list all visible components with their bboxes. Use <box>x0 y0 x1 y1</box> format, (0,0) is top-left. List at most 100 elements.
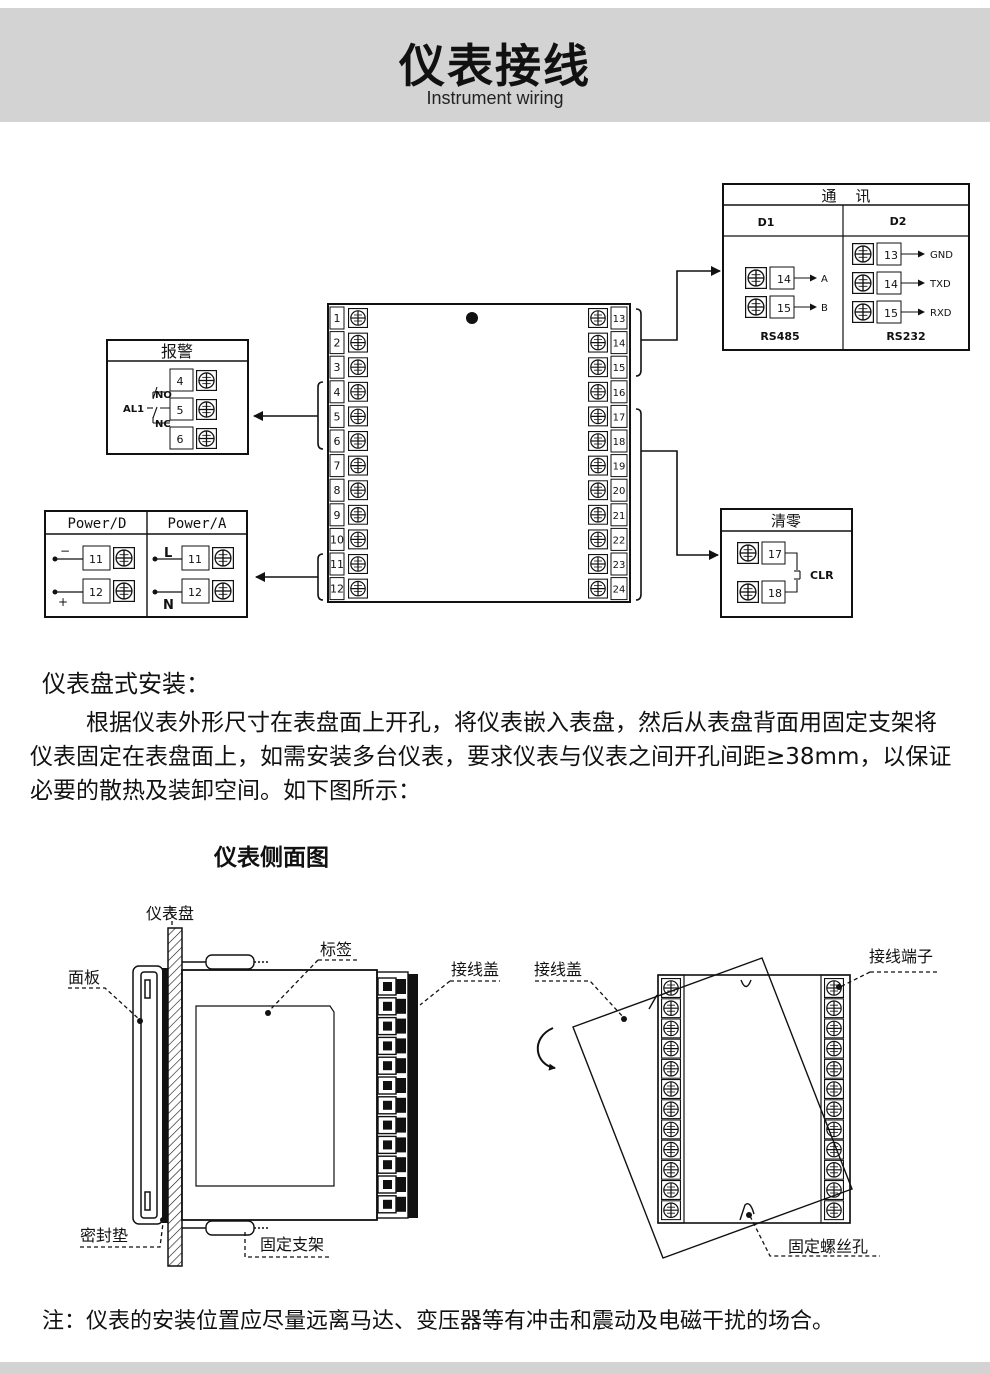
terminal-13-label: 13 <box>613 314 626 325</box>
clear-title: 清零 <box>771 512 801 530</box>
terminal-9-screw-icon <box>348 504 368 525</box>
alarm-terminal-4-screw-icon <box>196 370 217 391</box>
power-d-terminal-12-screw-icon <box>113 580 135 602</box>
rear-left-terminal-screw-icon <box>661 1038 681 1059</box>
terminal-19-label: 19 <box>613 462 626 473</box>
terminal-stack <box>376 971 409 1219</box>
instrument-housing <box>181 969 378 1221</box>
terminal-18-label: 18 <box>613 437 626 448</box>
comm-d2-label: D2 <box>890 215 907 228</box>
side-leaders <box>68 905 500 1258</box>
label-terminal-cover-rear: 接线盖 <box>534 960 582 979</box>
rear-right-terminals <box>820 974 851 1224</box>
power-a-l: L <box>164 546 172 561</box>
power-a-n: N <box>163 598 174 613</box>
terminal-9-label: 9 <box>334 509 341 522</box>
rear-left-terminal-screw-icon <box>661 978 681 998</box>
power-d-terminal-11-screw-icon <box>113 547 135 569</box>
terminal-5-screw-icon <box>348 406 368 427</box>
terminal-12-label: 12 <box>330 583 344 596</box>
clear-terminal-17-label: 17 <box>768 548 782 561</box>
label-terminal-cover-side: 接线盖 <box>451 960 499 979</box>
terminal-8-screw-icon <box>348 480 368 501</box>
rear-left-terminal-screw-icon <box>661 1119 681 1140</box>
rear-right-terminal-screw-icon <box>824 1099 844 1120</box>
rs485-terminal-15-screw-icon <box>745 296 767 318</box>
label-panel-board: 仪表盘 <box>146 904 194 923</box>
terminal-17-screw-icon <box>588 406 608 427</box>
terminal-22-screw-icon <box>588 529 608 550</box>
terminal-16-label: 16 <box>613 388 626 399</box>
rs232-terminal-13-label: 13 <box>884 249 898 262</box>
terminal-23-label: 23 <box>613 560 626 571</box>
terminal-24-label: 24 <box>613 585 626 596</box>
terminal-2-screw-icon <box>348 332 368 353</box>
label-bracket: 固定支架 <box>260 1235 324 1254</box>
rear-right-terminal-screw-icon <box>824 1038 844 1059</box>
terminal-21-screw-icon <box>588 504 608 525</box>
alarm-al1-label: AL1 <box>123 404 144 415</box>
terminal-3-screw-icon <box>348 357 368 378</box>
label-terminal-block: 接线端子 <box>869 947 933 966</box>
power-d-terminal-11-label: 11 <box>89 553 103 566</box>
rear-left-terminal-screw-icon <box>661 1099 681 1120</box>
terminal-1-label: 1 <box>334 312 341 325</box>
rs232-terminal-14-label: 14 <box>884 278 898 291</box>
rs232-signal-GND: GND <box>930 250 953 261</box>
panel-mount-text: 根据仪表外形尺寸在表盘面上开孔，将仪表嵌入表盘，然后从表盘背面用固定支架将仪表固… <box>30 710 952 804</box>
terminal-10-label: 10 <box>330 533 344 546</box>
panel-board <box>167 927 183 1267</box>
rear-left-terminal-screw-icon <box>661 1200 681 1221</box>
terminal-20-screw-icon <box>588 480 608 501</box>
terminal-17-label: 17 <box>613 412 626 423</box>
terminal-4-screw-icon <box>348 381 368 402</box>
rear-left-terminal-screw-icon <box>661 1159 681 1180</box>
rear-housing <box>657 974 851 1224</box>
alarm-title: 报警 <box>161 342 193 361</box>
rear-left-terminal-screw-icon <box>661 1180 681 1200</box>
alarm-terminal-6-label: 6 <box>177 433 184 446</box>
faceplate <box>132 965 164 1225</box>
terminal-15-screw-icon <box>588 357 608 378</box>
rs485-signal-B: B <box>821 303 828 314</box>
terminal-12-screw-icon <box>348 578 368 599</box>
connector-lines <box>253 266 721 601</box>
page-subtitle: Instrument wiring <box>426 88 564 108</box>
rear-left-terminal-screw-icon <box>661 998 681 1019</box>
clear-switch <box>785 552 801 593</box>
power-a-terminal-12-screw-icon <box>212 580 234 602</box>
rear-left-terminal-screw-icon <box>661 1058 681 1079</box>
terminal-21-label: 21 <box>613 511 626 522</box>
terminal-6-label: 6 <box>334 435 341 448</box>
rear-terminal-cover <box>572 957 853 1259</box>
terminal-15-label: 15 <box>613 363 626 374</box>
terminal-18-screw-icon <box>588 431 608 451</box>
rear-view-diagram: 接线盖 接线端子 固定螺丝孔 <box>534 947 940 1259</box>
power-d-terminal-12-label: 12 <box>89 586 103 599</box>
instrument-body <box>327 303 631 603</box>
terminal-20-label: 20 <box>613 486 626 497</box>
panel-mount-heading: 仪表盘式安装： <box>42 670 210 698</box>
terminal-13-screw-icon <box>588 308 608 328</box>
alarm-terminal-4-label: 4 <box>177 375 184 388</box>
rear-right-terminal-screw-icon <box>824 1119 844 1140</box>
rs485-terminal-14-label: 14 <box>777 273 791 286</box>
footer-note: 注：仪表的安装位置应尽量远离马达、变压器等有冲击和震动及电磁干扰的场合。 <box>42 1309 835 1334</box>
rear-right-terminal-screw-icon <box>824 1180 844 1200</box>
alarm-terminal-5-screw-icon <box>196 399 217 420</box>
terminal-7-label: 7 <box>334 460 341 473</box>
label-tag: 标签 <box>320 940 352 959</box>
rear-left-terminal-screw-icon <box>661 1018 681 1039</box>
comm-rs232-label: RS232 <box>886 330 925 343</box>
terminal-5-label: 5 <box>334 410 341 423</box>
header-banner: 仪表接线 Instrument wiring <box>0 8 990 122</box>
label-faceplate: 面板 <box>68 968 100 987</box>
terminal-1-screw-icon <box>348 308 368 328</box>
terminal-8-label: 8 <box>334 484 341 497</box>
terminal-4-label: 4 <box>334 386 341 399</box>
terminal-11-screw-icon <box>348 554 368 574</box>
